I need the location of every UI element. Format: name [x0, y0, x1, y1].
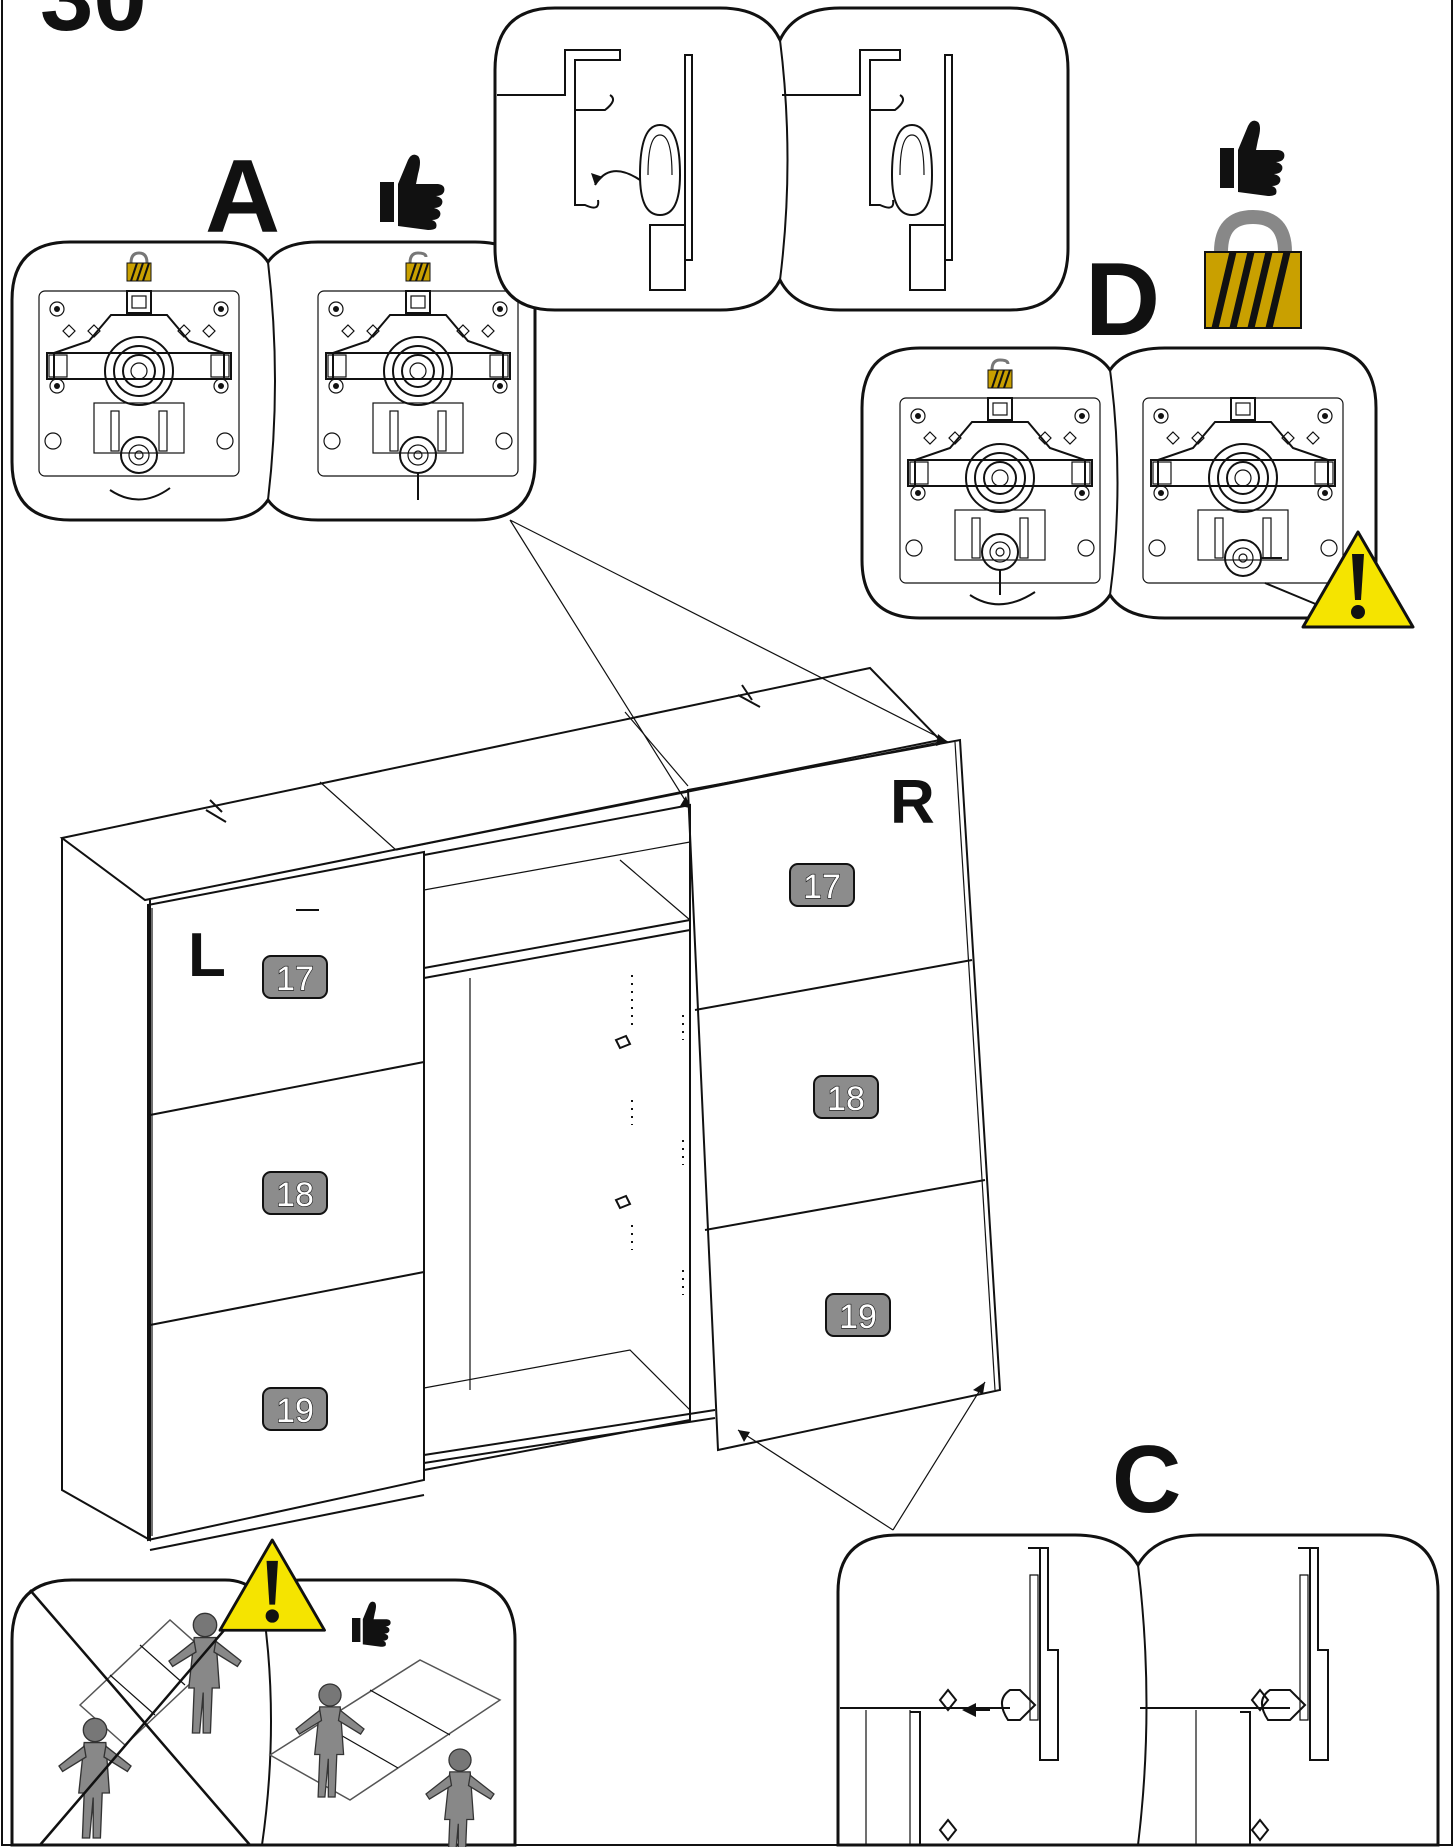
padlock-closed-icon	[1204, 209, 1302, 329]
part-tag-left-top: 17	[262, 955, 328, 999]
detail-top-rail-frame	[493, 6, 1070, 312]
detail-a-frame	[10, 240, 537, 522]
part-tag-left-bottom: 19	[262, 1387, 328, 1431]
detail-a-label: A	[205, 139, 280, 255]
detail-d-label: D	[1085, 242, 1160, 358]
part-tag-right-middle: 18	[813, 1075, 879, 1119]
detail-carry-door	[10, 1538, 517, 1847]
detail-c-frame	[836, 1533, 1440, 1847]
carry-wrong-example	[29, 1589, 251, 1846]
detail-d-frame	[860, 346, 1378, 620]
left-door	[147, 850, 425, 1542]
right-side-label: R	[890, 768, 935, 837]
svg-text:18: 18	[827, 1080, 865, 1118]
part-tag-left-middle: 18	[262, 1171, 328, 1215]
svg-text:19: 19	[839, 1298, 877, 1336]
carry-correct-example	[268, 1601, 502, 1847]
wardrobe-drawing: L R 17 18 19 17 18 19	[59, 519, 1002, 1551]
svg-text:19: 19	[276, 1392, 314, 1430]
detail-d: D	[860, 120, 1415, 629]
detail-c-label: C	[1112, 1426, 1181, 1533]
part-tag-right-top: 17	[789, 863, 855, 907]
svg-text:18: 18	[276, 1176, 314, 1214]
svg-text:17: 17	[803, 868, 841, 906]
thumbs-up-icon	[1220, 120, 1285, 196]
part-tag-right-bottom: 19	[825, 1293, 891, 1337]
detail-a: A	[10, 139, 537, 911]
left-side-label: L	[188, 921, 226, 990]
detail-top-rail	[493, 6, 1070, 312]
thumbs-up-icon	[380, 154, 445, 230]
step-number: 30	[40, 0, 147, 51]
svg-text:17: 17	[276, 960, 314, 998]
detail-c: C	[836, 1426, 1440, 1847]
